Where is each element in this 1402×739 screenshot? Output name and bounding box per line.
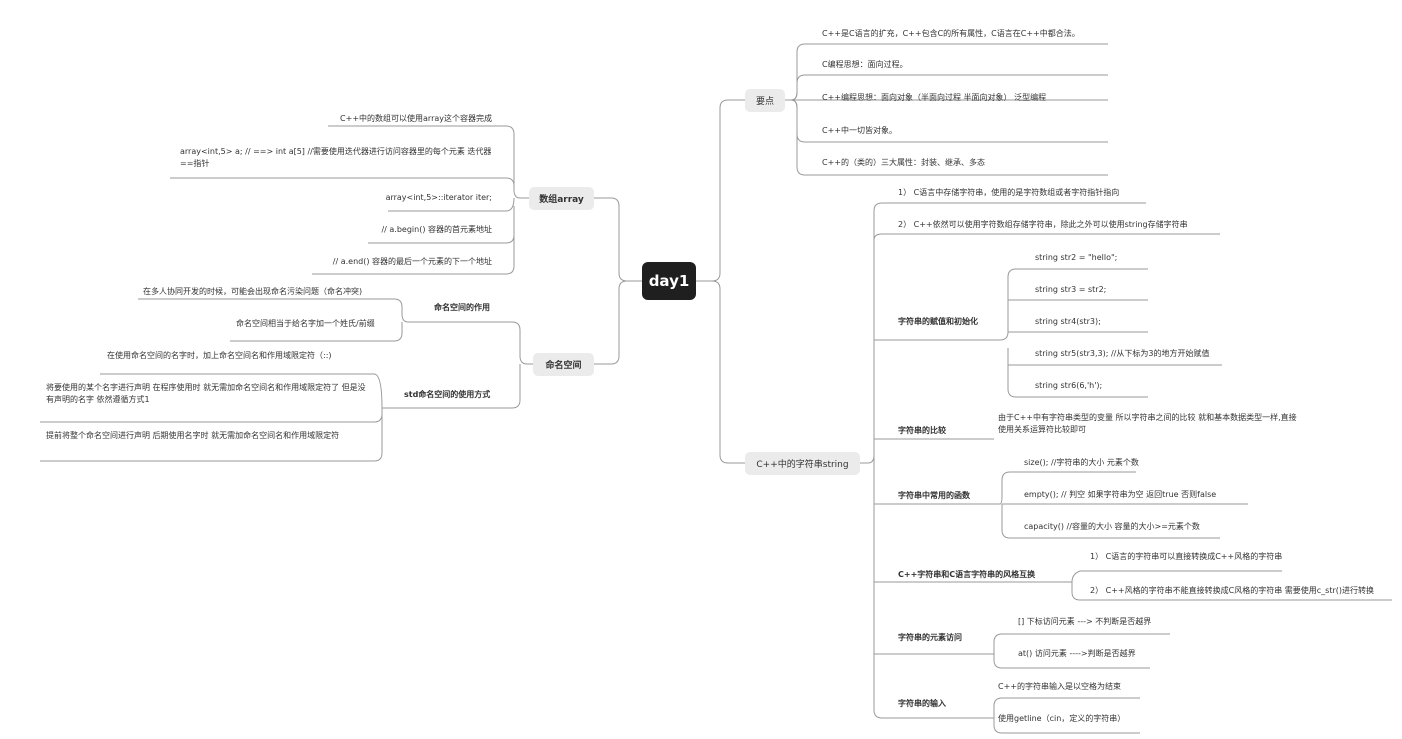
string-func-item[interactable]: size(); //字符串的大小 元素个数 bbox=[1024, 458, 1139, 467]
string-func-item[interactable]: empty(); // 判空 如果字符串为空 返回true 否则false bbox=[1024, 490, 1217, 499]
namespace-usage-item[interactable]: 提前将整个命名空间进行声明 后期使用名字时 就无需加命名空间名和作用域限定符 bbox=[46, 431, 340, 440]
string-access-item[interactable]: at() 访问元素 ---->判断是否越界 bbox=[1018, 649, 1136, 658]
string-init-item[interactable]: string str4(str3); bbox=[1035, 317, 1101, 326]
namespace-role-item[interactable]: 在多人协同开发的时候，可能会出现命名污染问题（命名冲突) bbox=[143, 287, 363, 296]
string-input-item[interactable]: 使用getline（cin，定义的字符串） bbox=[998, 714, 1126, 723]
subtopic-string-access[interactable]: 字符串的元素访问 bbox=[898, 633, 962, 642]
subtopic-string-init[interactable]: 字符串的赋值和初始化 bbox=[898, 317, 978, 326]
yaodian-item[interactable]: C++编程思想：面向对象（半面向过程 半面向对象） 泛型编程 bbox=[822, 93, 1047, 102]
topic-string[interactable]: C++中的字符串string bbox=[745, 452, 860, 475]
string-init-item[interactable]: string str6(6,'h'); bbox=[1035, 381, 1103, 390]
string-compare-text[interactable]: 由于C++中有字符串类型的变量 所以字符串之间的比较 就和基本数据类型一样,直接… bbox=[998, 413, 1297, 434]
string-input-item[interactable]: C++的字符串输入是以空格为结束 bbox=[998, 682, 1121, 691]
array-item[interactable]: // a.end() 容器的最后一个元素的下一个地址 bbox=[332, 257, 492, 266]
yaodian-item[interactable]: C++是C语言的扩充，C++包含C的所有属性，C语言在C++中都合法。 bbox=[822, 29, 1080, 38]
array-item[interactable]: C++中的数组可以使用array这个容器完成 bbox=[340, 114, 492, 123]
array-item[interactable]: // a.begin() 容器的首元素地址 bbox=[381, 225, 492, 234]
array-item[interactable]: array<int,5>::iterator iter; bbox=[385, 193, 492, 202]
root-topic[interactable]: day1 bbox=[642, 262, 696, 300]
string-intro-item[interactable]: 1） C语言中存储字符串，使用的是字符数组或者字符指针指向 bbox=[898, 188, 1120, 197]
topic-yaodian[interactable]: 要点 bbox=[745, 89, 785, 112]
string-init-item[interactable]: string str5(str3,3); //从下标为3的地方开始赋值 bbox=[1035, 349, 1210, 358]
yaodian-item[interactable]: C编程思想：面向过程。 bbox=[822, 60, 908, 69]
string-init-item[interactable]: string str2 = "hello"; bbox=[1035, 253, 1118, 262]
subtopic-namespace-usage[interactable]: std命名空间的使用方式 bbox=[404, 390, 491, 399]
topic-namespace[interactable]: 命名空间 bbox=[533, 353, 594, 376]
topic-array[interactable]: 数组array bbox=[529, 187, 594, 210]
namespace-usage-item[interactable]: 将要使用的某个名字进行声明 在程序使用时 就无需加命名空间名和作用域限定符了 但… bbox=[46, 383, 366, 404]
yaodian-item[interactable]: C++的（类的）三大属性：封装、继承、多态 bbox=[822, 158, 985, 167]
subtopic-namespace-role[interactable]: 命名空间的作用 bbox=[434, 303, 490, 312]
string-convert-item[interactable]: 1） C语言的字符串可以直接转换成C++风格的字符串 bbox=[1090, 552, 1283, 561]
string-convert-item[interactable]: 2） C++风格的字符串不能直接转换成C风格的字符串 需要使用c_str()进行… bbox=[1090, 586, 1374, 595]
namespace-role-item[interactable]: 命名空间相当于给名字加一个姓氏/前缀 bbox=[236, 319, 375, 328]
yaodian-item[interactable]: C++中一切皆对象。 bbox=[822, 126, 897, 135]
array-item[interactable]: array<int,5> a; // ==> int a[5] //需要使用迭代… bbox=[180, 147, 492, 168]
string-intro-item[interactable]: 2） C++依然可以使用字符数组存储字符串，除此之外可以使用string存储字符… bbox=[898, 220, 1188, 229]
subtopic-string-input[interactable]: 字符串的输入 bbox=[898, 699, 946, 708]
string-func-item[interactable]: capacity() //容量的大小 容量的大小>=元素个数 bbox=[1024, 522, 1200, 531]
string-init-item[interactable]: string str3 = str2; bbox=[1035, 285, 1107, 294]
string-access-item[interactable]: [] 下标访问元素 ---> 不判断是否越界 bbox=[1018, 617, 1152, 626]
subtopic-string-convert[interactable]: C++字符串和C语言字符串的风格互换 bbox=[898, 570, 1036, 579]
subtopic-string-funcs[interactable]: 字符串中常用的函数 bbox=[898, 491, 970, 500]
subtopic-string-compare[interactable]: 字符串的比较 bbox=[898, 426, 946, 435]
namespace-usage-item[interactable]: 在使用命名空间的名字时，加上命名空间名和作用域限定符（::) bbox=[107, 351, 332, 360]
